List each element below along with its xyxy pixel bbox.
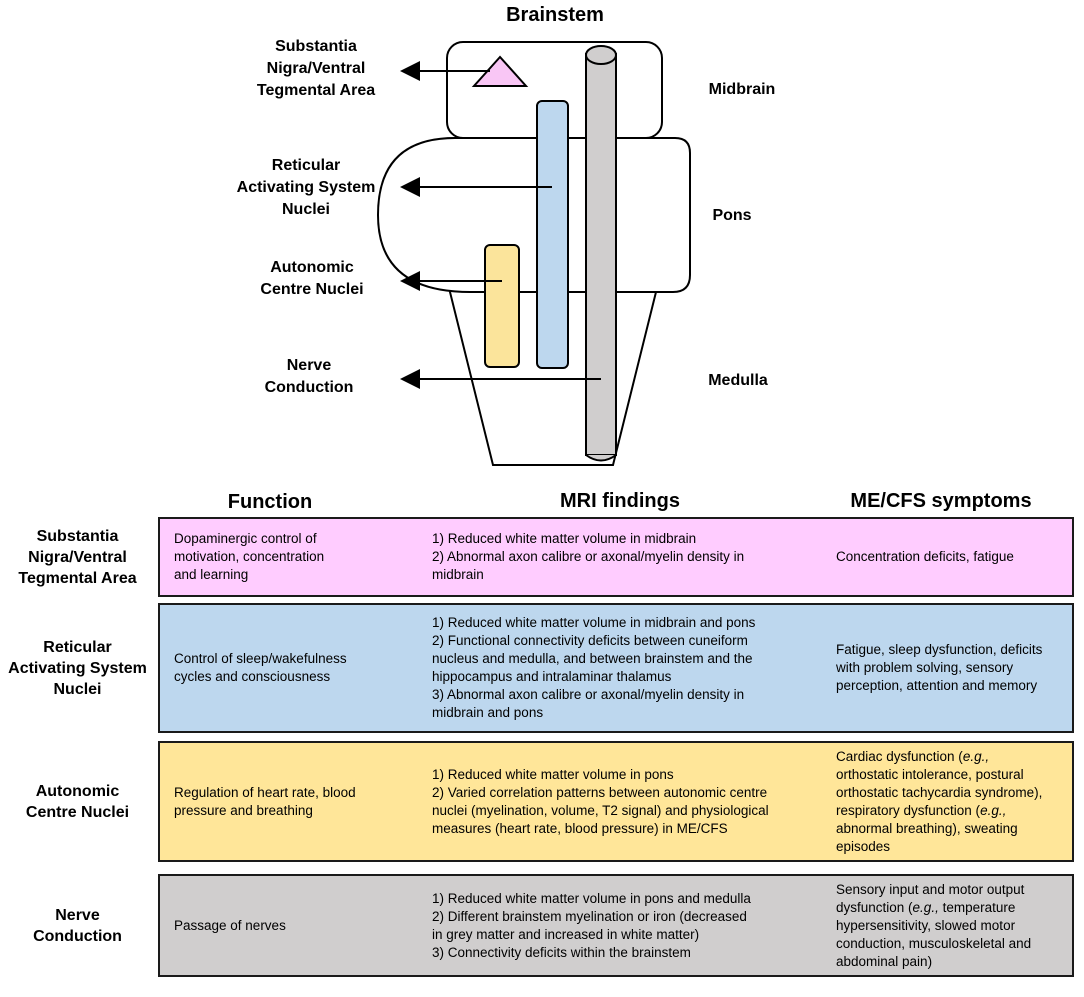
region-label-pons: Pons xyxy=(712,207,752,224)
mri-cell: 1) Reduced white matter volume in midbra… xyxy=(432,531,745,582)
brainstem-diagram xyxy=(376,41,691,466)
reticular-bar xyxy=(536,100,569,369)
table-row-reticular: Control of sleep/wakefulness cycles and … xyxy=(158,603,1074,733)
structure-label-reticular: Reticular Activating System Nuclei xyxy=(236,157,376,218)
table-row-substantia: Dopaminergic control of motivation, conc… xyxy=(158,517,1074,597)
region-label-midbrain: Midbrain xyxy=(708,81,776,98)
mri-cell: 1) Reduced white matter volume in pons a… xyxy=(432,890,751,960)
table-row-nerve: Passage of nerves 1) Reduced white matte… xyxy=(158,874,1074,977)
header-symptoms: ME/CFS symptoms xyxy=(850,490,1032,512)
function-cell: Passage of nerves xyxy=(174,917,286,933)
symptoms-cell: Concentration deficits, fatigue xyxy=(836,549,1014,564)
nerve-cylinder-top xyxy=(585,45,617,65)
symptoms-cell: Cardiac dysfunction (e.g., orthostatic i… xyxy=(836,748,1043,854)
header-mri: MRI findings xyxy=(560,490,680,512)
row-label-autonomic: Autonomic Centre Nuclei xyxy=(25,782,130,821)
structure-label-nerve: Nerve Conduction xyxy=(264,357,354,396)
region-label-medulla: Medulla xyxy=(708,372,768,389)
function-cell: Control of sleep/wakefulness cycles and … xyxy=(174,651,347,684)
figure-title: Brainstem xyxy=(506,4,604,26)
pons-shape xyxy=(376,137,691,293)
nerve-cylinder xyxy=(585,53,617,456)
function-cell: Regulation of heart rate, blood pressure… xyxy=(174,784,356,818)
structure-label-substantia: Substantia Nigra/Ventral Tegmental Area xyxy=(256,38,376,99)
symptoms-cell: Sensory input and motor output dysfuncti… xyxy=(836,881,1032,969)
symptoms-cell: Fatigue, sleep dysfunction, deficits wit… xyxy=(836,642,1043,693)
row-label-nerve: Nerve Conduction xyxy=(33,906,122,945)
mri-cell: 1) Reduced white matter volume in midbra… xyxy=(432,615,756,720)
row-label-reticular: Reticular Activating System Nuclei xyxy=(8,638,147,698)
autonomic-bar xyxy=(484,244,520,368)
structure-label-autonomic: Autonomic Centre Nuclei xyxy=(260,259,364,298)
mri-cell: 1) Reduced white matter volume in pons 2… xyxy=(432,766,769,836)
row-label-substantia: Substantia Nigra/Ventral Tegmental Area xyxy=(18,527,137,587)
header-function: Function xyxy=(227,491,313,513)
function-cell: Dopaminergic control of motivation, conc… xyxy=(174,531,325,582)
table-row-autonomic: Regulation of heart rate, blood pressure… xyxy=(158,741,1074,862)
